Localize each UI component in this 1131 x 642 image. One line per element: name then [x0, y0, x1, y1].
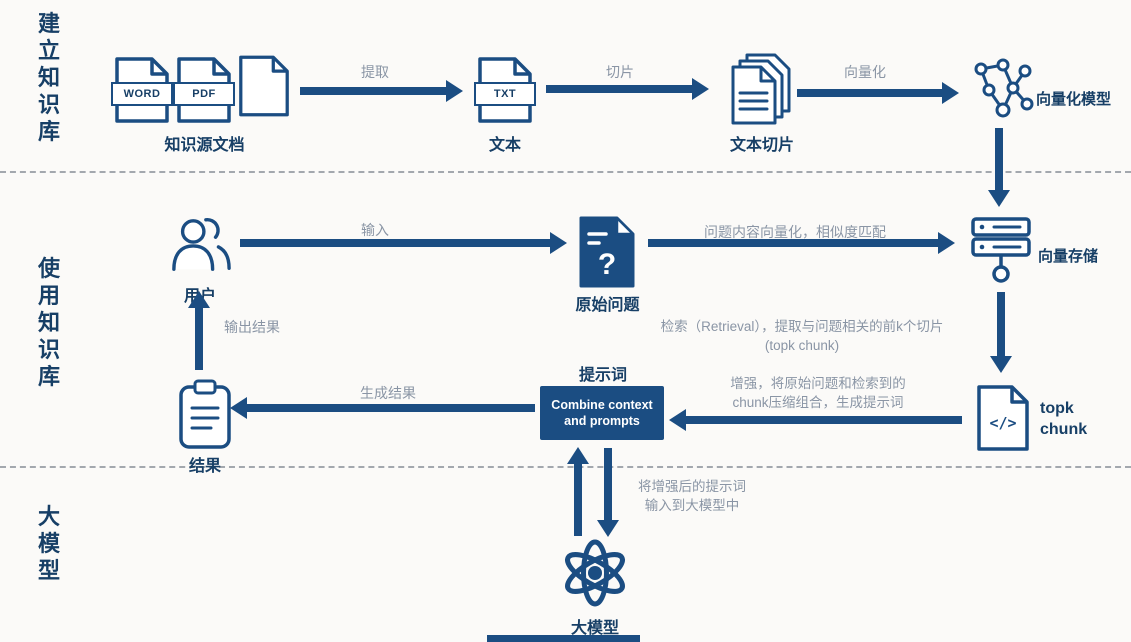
arrow-model-to-store: [988, 128, 1010, 207]
txt-document-icon: TXT: [474, 56, 536, 124]
topk-chunk-icon: </>: [976, 384, 1030, 452]
extract-label: 提取: [361, 64, 389, 80]
vector-store-label: 向量存储: [1038, 248, 1099, 265]
combine-context-box: Combine context and prompts: [540, 386, 664, 440]
question-label: 原始问题: [575, 297, 640, 314]
question-mark: ?: [597, 248, 617, 281]
result-label: 结果: [188, 458, 221, 475]
arrow-generate: [230, 397, 535, 419]
section-label-llm: 大模型: [37, 504, 60, 583]
blank-document-icon: [238, 54, 290, 118]
word-badge: WORD: [111, 82, 173, 106]
input-label: 输入: [361, 222, 389, 238]
arrow-vectorize: [797, 82, 959, 104]
llm-atom-icon: [558, 536, 632, 610]
question-document-icon: ?: [578, 215, 636, 289]
output-label: 输出结果: [224, 319, 280, 335]
bottom-bar: [487, 635, 640, 642]
vector-model-label: 向量化模型: [1036, 91, 1112, 108]
arrow-prompt-to-model: [597, 448, 619, 537]
text-label: 文本: [488, 137, 521, 154]
result-clipboard-icon: [178, 378, 232, 450]
slice-label: 切片: [606, 64, 634, 80]
arrow-extract: [300, 80, 463, 102]
code-glyph: </>: [989, 414, 1017, 432]
topk-label: topk chunk: [1040, 400, 1088, 438]
source-docs-label: 知识源文档: [164, 137, 245, 154]
section-divider-bottom: [0, 466, 1131, 468]
chunks-label: 文本切片: [729, 137, 794, 154]
text-chunks-icon: [730, 52, 792, 126]
section-label-build: 建立知识库: [37, 11, 60, 144]
pdf-document-icon: PDF: [173, 56, 235, 124]
similarity-label: 问题内容向量化，相似度匹配: [704, 224, 886, 240]
vector-store-icon: [970, 216, 1032, 286]
llm-label: 大模型: [570, 620, 619, 637]
arrow-similarity: [648, 232, 955, 254]
section-divider-top: [0, 171, 1131, 173]
section-label-use: 使用知识库: [37, 256, 60, 389]
vector-model-icon: [972, 58, 1034, 124]
augment-label: 增强，将原始问题和检索到的 chunk压缩组合，生成提示词: [730, 376, 906, 410]
user-icon: [170, 212, 232, 278]
arrow-retrieval: [990, 292, 1012, 373]
arrow-augment: [669, 409, 962, 431]
pdf-badge: PDF: [173, 82, 235, 106]
txt-badge: TXT: [474, 82, 536, 106]
to-llm-label: 将增强后的提示词 输入到大模型中: [638, 479, 746, 513]
vectorize-label: 向量化: [844, 64, 886, 80]
arrow-model-to-prompt: [567, 447, 589, 536]
arrow-output: [188, 291, 210, 370]
word-document-icon: WORD: [111, 56, 173, 124]
arrow-input: [240, 232, 567, 254]
arrow-slice: [546, 78, 709, 100]
generate-label: 生成结果: [360, 385, 416, 401]
retrieval-label: 检索（Retrieval），提取与问题相关的前k个切片 (topk chunk): [660, 319, 944, 353]
prompt-label: 提示词: [578, 367, 627, 384]
